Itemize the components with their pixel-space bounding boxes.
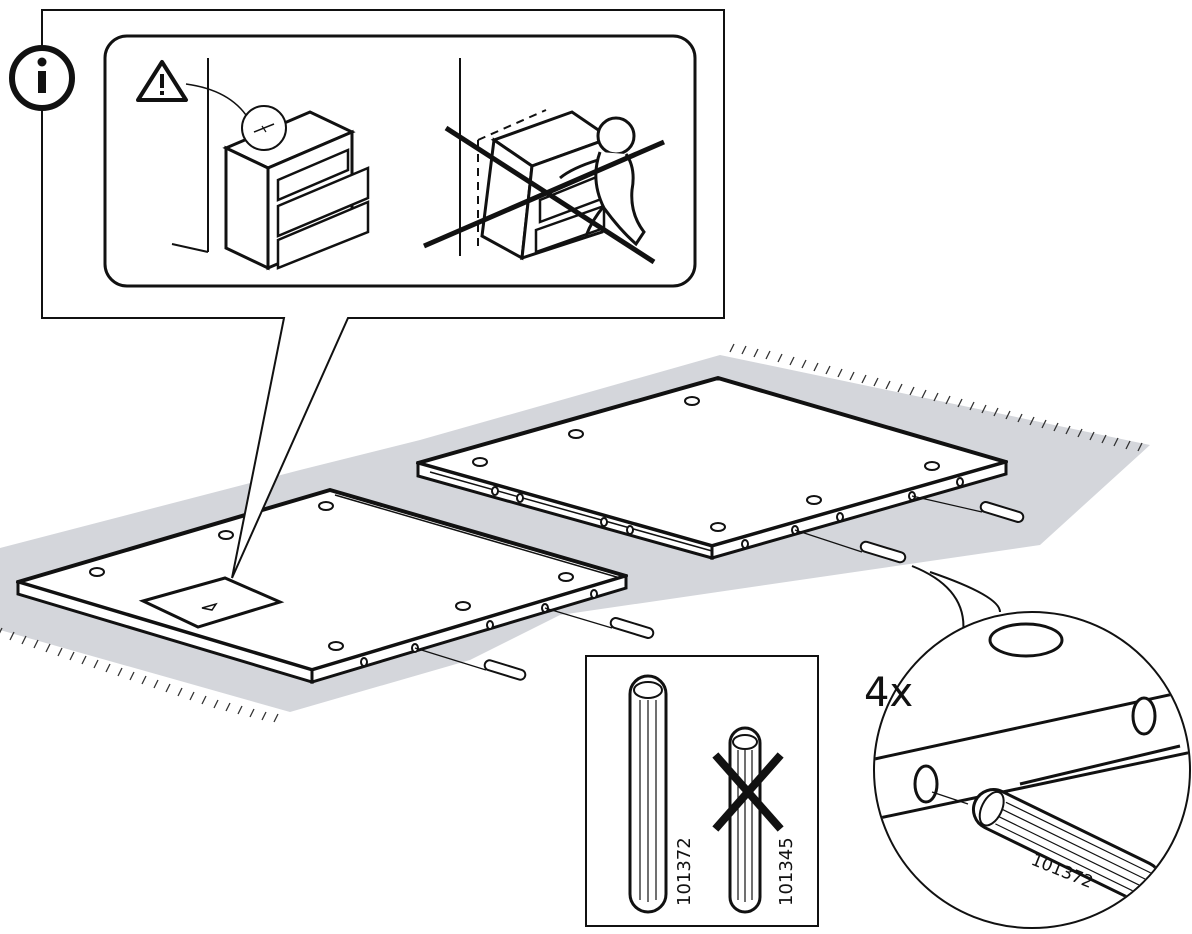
- part-number-wrong: 101345: [776, 837, 797, 906]
- right-panel: [416, 376, 1008, 560]
- rug-fringe-bottom: [0, 627, 279, 723]
- right-panel-holes: [472, 396, 964, 549]
- part-number-correct: 101372: [674, 837, 695, 906]
- dowel-comparison-box: 101372 101345: [585, 655, 819, 927]
- dowel-wrong: [728, 726, 762, 914]
- left-panel-holes: [89, 501, 598, 667]
- info-icon: [9, 45, 75, 111]
- warning-triangle-icon: [136, 60, 249, 119]
- dowel-correct: [628, 674, 668, 914]
- zoom-detail: 4x 101372: [864, 565, 1191, 929]
- chest-anchored-scene: [171, 58, 370, 271]
- warning-label-sticker: [138, 576, 285, 629]
- quantity-label: 4x: [864, 670, 913, 716]
- child-climbing-scene: [423, 58, 665, 265]
- cross-mark-icon: [712, 752, 784, 832]
- rug-fringe-top: [729, 343, 1143, 452]
- info-callout: [9, 9, 725, 579]
- left-panel: [16, 488, 628, 685]
- dowels-inserted: [414, 495, 1025, 681]
